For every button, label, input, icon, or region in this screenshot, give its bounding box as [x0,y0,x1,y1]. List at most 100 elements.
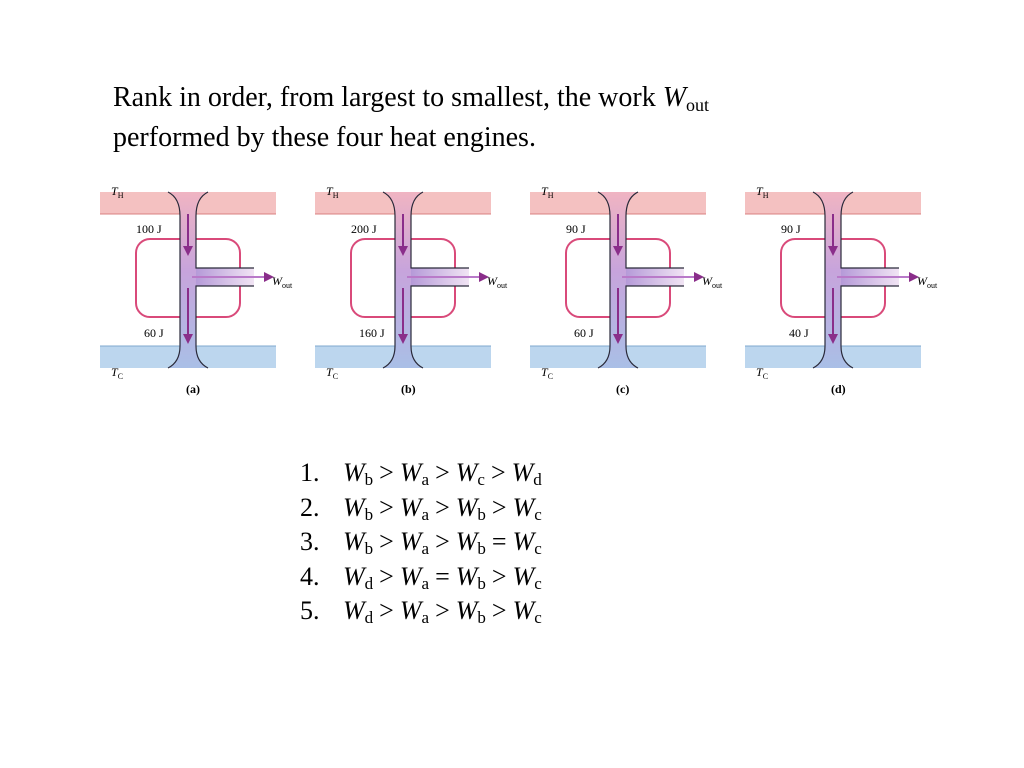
engine-caption: (b) [401,382,416,396]
work-symbol: W [343,458,365,487]
work-symbol: W [512,561,535,591]
work-output-symbol: W [487,274,497,288]
work-subscript: d [533,470,542,489]
engine-diagram-svg [100,191,276,369]
hot-temperature-label: TH [326,184,339,200]
work-subscript: a [421,608,430,627]
work-term: Wb [455,527,486,557]
heat-out-arrowhead [828,334,838,344]
answer-choice-4[interactable]: 4.Wd>Wa=Wb>Wc [300,560,542,595]
heat-out-arrowhead [613,334,623,344]
engine-diagram-svg [530,191,706,369]
work-subscript: a [421,504,430,524]
work-subscript: b [477,608,486,627]
cold-temperature-subscript: C [547,372,554,381]
work-symbol: W [399,492,422,522]
heat-out-arrowhead [183,334,193,344]
work-output-label: Wout [272,274,293,290]
work-term: Wd [343,562,374,593]
answer-choice-5[interactable]: 5.Wd>Wa>Wb>Wc [300,594,542,629]
work-subscript: b [364,539,374,558]
pipe-outline-left [382,191,396,369]
comparison-operator: > [379,458,394,487]
work-subscript: c [534,608,542,627]
pipe-outline-right-top [195,191,254,269]
work-output-label: Wout [702,274,722,290]
pipe-outline-left [597,191,611,369]
work-symbol: W [399,596,422,625]
work-output-symbol: W [917,274,927,288]
work-term: Wa [400,458,430,489]
work-term: Wb [456,562,486,593]
work-subscript: d [364,573,374,593]
work-arrowhead [694,272,704,282]
comparison-operator: > [491,492,507,522]
work-term: Wa [400,562,429,592]
work-symbol: W [511,458,534,487]
work-symbol: W [455,527,478,556]
comparison-operator: > [491,561,507,591]
work-subscript: a [421,470,430,489]
engine-caption: (c) [616,382,630,396]
hot-temperature-label: TH [756,184,769,200]
comparison-operator: > [435,596,450,625]
work-output-subscript: out [927,281,938,290]
hot-temperature-subscript: H [332,191,339,200]
hot-temperature-subscript: H [547,191,554,200]
work-output-symbol: W [272,274,282,288]
pipe-outline-right-bottom [840,285,899,369]
answer-choice-2[interactable]: 2.Wb>Wa>Wb>Wc [300,491,542,526]
work-symbol: W [512,596,535,625]
work-subscript: b [364,470,374,489]
hot-temperature-symbol: T [111,184,118,198]
work-term: Wb [455,596,486,627]
work-term: Wc [512,527,542,558]
heat-exhaust-label: 40 J [789,326,809,340]
work-output-subscript: out [282,281,293,290]
heat-input-label: 90 J [781,222,801,236]
heat-exhaust-label: 60 J [574,326,594,340]
work-subscript: b [364,504,374,524]
engine-diagram-svg [745,191,921,369]
cold-temperature-label: TC [541,365,554,381]
work-subscript: c [477,470,485,489]
work-symbol: W [343,492,365,522]
work-symbol: W [455,458,478,487]
heat-in-arrowhead [183,246,193,256]
cold-temperature-subscript: C [762,372,769,381]
comparison-operator: > [379,527,394,556]
cold-temperature-symbol: T [111,365,118,379]
answer-number: 5. [300,596,320,625]
pipe-outline-left [812,191,826,369]
work-subscript: b [477,573,486,593]
hot-temperature-subscript: H [762,191,769,200]
comparison-operator: > [435,527,450,556]
work-term: Wc [513,493,542,523]
comparison-operator: > [379,492,394,522]
hot-temperature-symbol: T [326,184,333,198]
work-output-label: Wout [487,274,507,290]
work-symbol: W [662,82,687,113]
comparison-operator: > [490,458,506,487]
work-symbol: W [455,596,478,625]
answer-choice-1[interactable]: 1.Wb>Wa>Wc>Wd [300,456,542,491]
work-symbol: W [512,527,535,556]
work-subscript: c [534,539,542,558]
hot-temperature-symbol: T [756,184,763,198]
heat-exhaust-label: 160 J [359,326,385,340]
work-arrowhead [909,272,919,282]
work-arrowhead [264,272,274,282]
work-symbol: W [343,527,365,556]
work-output-label: Wout [917,274,938,290]
cold-temperature-symbol: T [541,365,548,379]
work-symbol: W [399,527,422,556]
answer-choice-3[interactable]: 3.Wb>Wa>Wb=Wc [300,525,542,560]
work-subscript: b [477,504,486,524]
comparison-operator: = [435,561,450,591]
pipe-outline-right-bottom [410,285,469,369]
